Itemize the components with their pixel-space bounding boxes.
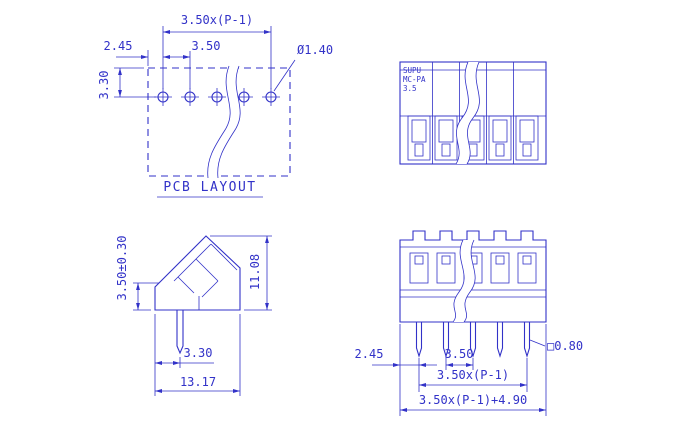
terminal-slot: [407, 115, 431, 161]
dim-pitch-label: 3.50: [192, 39, 221, 53]
series-marking: MC-PA: [403, 75, 426, 84]
clamp-contact: [414, 143, 424, 157]
dim-hole-dia-label: Ø1.40: [297, 43, 333, 57]
dim-edge-label: 2.45: [104, 39, 133, 53]
latch-window: [414, 255, 424, 265]
mounting-hole: [184, 91, 196, 103]
pcb-outline: [147, 67, 291, 177]
front-outline: [399, 230, 547, 323]
latch-window: [441, 255, 451, 265]
break-line: [466, 61, 480, 165]
terminal-slot: [434, 115, 458, 161]
terminal-slots: [407, 115, 539, 161]
latch-window: [522, 255, 532, 265]
break-mask: [456, 62, 480, 164]
dim-pitch-total-label: 3.50x(P-1): [437, 368, 509, 382]
dim-depth-label: 13.17: [180, 375, 216, 389]
terminal-slot: [517, 252, 537, 284]
connector-front-view: 2.45 3.50 □0.80 3.50x(P-1) 3.50x(P-1)+4.…: [355, 230, 583, 416]
solder-pins: [415, 322, 531, 358]
mounting-hole: [265, 91, 277, 103]
terminal-slot: [409, 252, 429, 284]
terminal-slots: [409, 252, 537, 284]
break-line: [463, 239, 476, 323]
dim-wire-height-label: 3.50±0.30: [115, 235, 129, 300]
latch-window: [495, 255, 505, 265]
terminal-slot: [436, 252, 456, 284]
solder-pin: [176, 310, 184, 355]
dim-row-offset-label: 3.30: [97, 71, 111, 100]
terminal-slot-inner: [411, 119, 427, 143]
hole-center-marks: [154, 88, 280, 106]
connector-side-view: 3.50±0.30 11.08 3.30 13.17: [115, 235, 272, 396]
terminal-slot-inner: [438, 119, 454, 143]
terminal-slot-inner: [519, 119, 535, 143]
mounting-hole: [238, 91, 250, 103]
break-line: [207, 65, 231, 179]
leader-pin-square: [529, 339, 546, 347]
terminal-slot: [488, 115, 512, 161]
terminal-slot: [515, 115, 539, 161]
dim-height-label: 11.08: [248, 254, 262, 290]
terminal-slot: [490, 252, 510, 284]
extension-lines: [133, 235, 272, 396]
dim-edge-label: 2.45: [355, 347, 384, 361]
break-line: [455, 61, 469, 165]
leader-hole-dia: [273, 59, 296, 92]
terminal-slot-inner: [492, 119, 508, 143]
clamp-contact: [441, 143, 451, 157]
side-outline: [154, 235, 241, 311]
pcb-layout-view: 3.50x(P-1) 2.45 3.50 3.30 Ø1.40 PCB LAYO…: [97, 13, 333, 198]
pitch-marking: 3.5: [403, 84, 417, 93]
mounting-hole: [157, 91, 169, 103]
dim-overall-label: 3.50x(P-1)+4.90: [419, 393, 527, 407]
mounting-hole: [211, 91, 223, 103]
brand-marking: SUPU: [403, 66, 421, 75]
break-line: [217, 65, 241, 179]
connector-top-view: SUPU MC-PA 3.5: [399, 61, 547, 165]
dim-pin-offset-label: 3.30: [184, 346, 213, 360]
break-line: [452, 239, 465, 323]
dim-pitch-total-label: 3.50x(P-1): [181, 13, 253, 27]
body-parting-lines: [400, 246, 546, 298]
pcb-layout-title: PCB LAYOUT: [163, 180, 256, 195]
dim-pitch-label: 3.50: [445, 347, 474, 361]
wire-entry-details: [173, 243, 238, 310]
section-dividers: [432, 62, 514, 164]
clamp-contact: [495, 143, 505, 157]
break-mask: [207, 66, 241, 178]
extension-lines: [114, 26, 272, 98]
dim-pin-square-label: □0.80: [547, 339, 583, 353]
clamp-contact: [522, 143, 532, 157]
